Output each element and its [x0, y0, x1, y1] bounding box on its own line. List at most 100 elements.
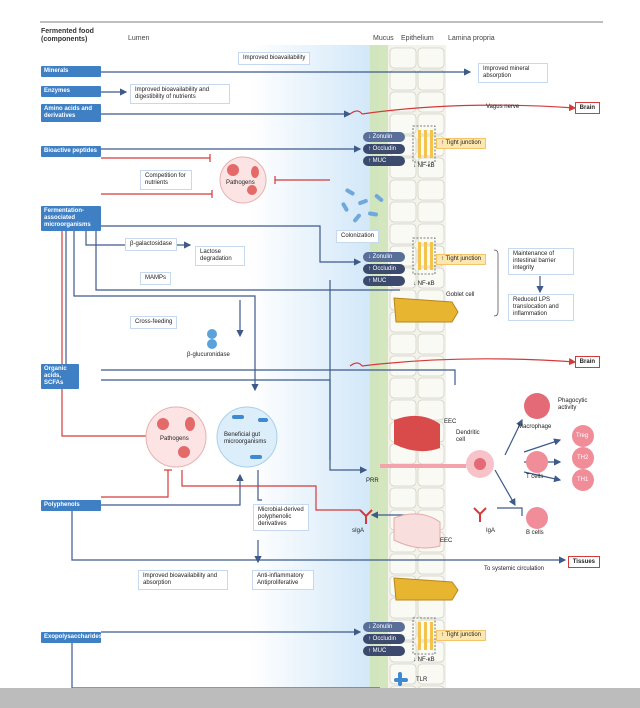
- beneficial-microbes-cluster: Beneficial gut microorganisms: [216, 406, 278, 468]
- note-cross-feeding: Cross-feeding: [130, 316, 178, 329]
- epithelial-cell: [417, 333, 445, 355]
- note-reduced-lps: Reduced LPS translocation and inflammati…: [508, 294, 574, 321]
- note-mamps: MAMPs: [140, 272, 171, 285]
- label-b-cells: B cells: [526, 530, 544, 536]
- component-exopolysaccharides[interactable]: Exopolysaccharides: [41, 632, 102, 643]
- epithelial-cell: [417, 201, 445, 223]
- tight-junction-badge-1: ↑ Tight junction: [436, 138, 487, 149]
- target-tissues: Tissues: [567, 556, 600, 568]
- nfkb-label-3: ↓ NF-κB: [413, 657, 435, 663]
- label-treg: Treg: [576, 433, 589, 439]
- note-beta-galactosidase: β-galactosidase: [125, 238, 178, 251]
- muc-badge-2: ↑ MUC: [363, 276, 405, 286]
- component-bioactive-peptides[interactable]: Bioactive peptides: [41, 146, 101, 157]
- column-header-lamina: Lamina propria: [448, 35, 495, 42]
- note-improved-mineral-absorption: Improved mineral absorption: [478, 63, 548, 83]
- label-prr: PRR: [366, 478, 379, 484]
- column-header-epithelium: Epithelium: [401, 35, 434, 42]
- label-iga: IgA: [486, 528, 496, 534]
- label-eec-bottom: EEC: [440, 538, 453, 544]
- target-brain-middle: Brain: [574, 356, 600, 368]
- occludin-badge-3: ↑ Occludin: [363, 634, 405, 644]
- note-improved-absorption: Improved bioavailability and absorption: [138, 570, 228, 590]
- label-beta-glucuronidase: β-glucuronidase: [187, 352, 230, 358]
- component-minerals[interactable]: Minerals: [41, 66, 101, 77]
- epithelial-cell: [389, 201, 417, 223]
- epithelial-cell: [417, 663, 445, 685]
- svg-text:Pathogens: Pathogens: [160, 436, 189, 442]
- tlr-icon: [394, 672, 408, 686]
- epithelial-cell: [389, 553, 417, 575]
- svg-text:microorganisms: microorganisms: [224, 439, 266, 445]
- component-organic-acids[interactable]: Organic acids, SCFAs: [41, 364, 79, 389]
- occludin-badge-1: ↑ Occludin: [363, 144, 405, 154]
- column-header-food: Fermented food (components): [41, 28, 94, 43]
- epithelial-cell: [389, 179, 417, 201]
- epithelial-cell: [417, 487, 445, 509]
- muc-badge-3: ↑ MUC: [363, 646, 405, 656]
- epithelial-cell: [417, 47, 445, 69]
- note-improved-digestibility: Improved bioavailability and digestibili…: [130, 84, 230, 104]
- label-th1: TH1: [577, 477, 589, 483]
- note-competition: Competition for nutrients: [140, 170, 192, 190]
- label-eec-top: EEC: [444, 419, 457, 425]
- nfkb-label-1: ↓ NF-κB: [413, 163, 435, 169]
- label-th2: TH2: [577, 455, 589, 461]
- column-header-mucus: Mucus: [373, 35, 394, 42]
- footer-bar: [0, 688, 640, 708]
- antibody-icon: [359, 507, 487, 524]
- note-microbial-derived: Microbial-derived polyphenolic derivativ…: [253, 504, 309, 531]
- epithelial-cell: [389, 69, 417, 91]
- label-to-systemic-circulation: To systemic circulation: [484, 566, 545, 572]
- label-macrophage: Macrophage: [518, 424, 552, 430]
- column-header-lumen: Lumen: [128, 35, 150, 42]
- epithelial-cell: [389, 91, 417, 113]
- zonulin-badge-1: ↓ Zonulin: [363, 132, 405, 142]
- component-amino-acids[interactable]: Amino acids and derivatives: [41, 104, 101, 122]
- t-cell-subsets: [572, 425, 594, 491]
- epithelial-cell: [389, 333, 417, 355]
- pathogens-cluster-mid: Pathogens: [145, 406, 207, 468]
- component-polyphenols[interactable]: Polyphenols: [41, 500, 101, 511]
- note-lactose-degradation: Lactose degradation: [195, 246, 245, 266]
- label-vagus-nerve: Vagus nerve: [486, 104, 520, 110]
- goblet-cell-icon: [393, 297, 459, 601]
- label-tlr: TLR: [416, 677, 428, 683]
- epithelial-cell: [417, 377, 445, 399]
- note-anti-inflammatory: Anti-inflammatory Antiproliferative: [252, 570, 314, 590]
- label-t-cells: T cells: [526, 474, 544, 480]
- occludin-badge-2: ↑ Occludin: [363, 264, 405, 274]
- note-maintenance-barrier: Maintenance of intestinal barrier integr…: [508, 248, 574, 275]
- zonulin-badge-3: ↓ Zonulin: [363, 622, 405, 632]
- muc-badge-1: ↑ MUC: [363, 156, 405, 166]
- macrophage-icon: [524, 393, 550, 419]
- label-goblet-cell: Goblet cell: [446, 292, 475, 298]
- epithelial-cell: [417, 179, 445, 201]
- component-enzymes[interactable]: Enzymes: [41, 86, 101, 97]
- svg-text:Pathogens: Pathogens: [226, 180, 255, 186]
- beta-glucuronidase-icon: [207, 329, 217, 349]
- t-cell-icon: [526, 451, 548, 473]
- tight-junction-badge-3: ↑ Tight junction: [436, 630, 487, 641]
- epithelial-cell: [389, 47, 417, 69]
- epithelial-cell: [389, 223, 417, 245]
- note-improved-bioavailability: Improved bioavailability: [238, 52, 311, 65]
- tight-junction-icon: [418, 130, 433, 650]
- nfkb-label-2: ↓ NF-κB: [413, 281, 435, 287]
- epithelial-cell: [389, 487, 417, 509]
- b-cell-icon: [526, 507, 548, 529]
- epithelial-cell: [417, 69, 445, 91]
- label-siga: sIgA: [352, 528, 365, 534]
- pathogens-cluster-top: Pathogens: [219, 156, 267, 204]
- tight-junction-badge-2: ↑ Tight junction: [436, 254, 487, 265]
- epithelial-cell: [417, 553, 445, 575]
- colonizing-bacteria: [341, 188, 384, 223]
- dendritic-cell-icon: [380, 450, 494, 478]
- label-dendritic-cell: Dendritic cell: [456, 430, 480, 443]
- eec-cell-icon: [393, 415, 441, 549]
- component-fermentation-microorganisms[interactable]: Fermentation-associated microorganisms: [41, 206, 101, 231]
- target-brain-top: Brain: [574, 102, 600, 114]
- label-phagocytic-activity: Phagocytic activity: [558, 398, 588, 411]
